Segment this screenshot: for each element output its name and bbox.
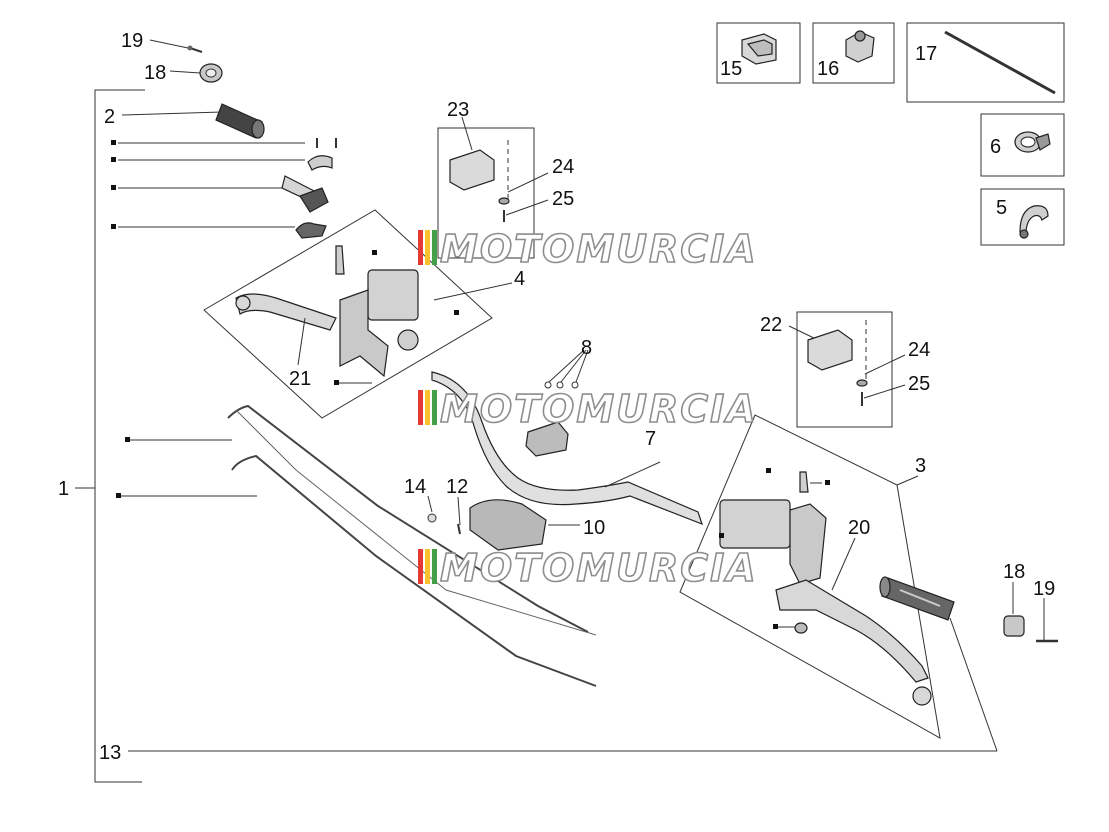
callout-18-left: 18 xyxy=(144,62,166,84)
part-6-box xyxy=(980,113,1065,177)
callout-19-left: 19 xyxy=(121,30,143,52)
callout-17: 17 xyxy=(915,43,937,65)
part-16-box xyxy=(812,22,895,84)
callout-18-right: 18 xyxy=(1003,561,1025,583)
callout-5: 5 xyxy=(996,197,1007,219)
part-2-grip-left xyxy=(121,103,265,139)
watermark-3: MOTOMURCIA xyxy=(418,545,758,591)
callout-20: 20 xyxy=(848,517,870,539)
watermark-1: MOTOMURCIA xyxy=(418,226,758,272)
watermark-2: MOTOMURCIA xyxy=(418,386,758,432)
callout-14: 14 xyxy=(404,476,426,498)
part-17-box xyxy=(906,22,1065,103)
cables xyxy=(116,404,597,687)
throttle-housing-group xyxy=(427,495,580,551)
right-master-cylinder-group xyxy=(679,414,941,739)
part-grip-right xyxy=(879,576,955,621)
callout-13: 13 xyxy=(99,742,121,764)
callout-24-right: 24 xyxy=(908,339,930,361)
handlebar-group xyxy=(431,349,703,526)
callout-6: 6 xyxy=(990,136,1001,158)
callout-7: 7 xyxy=(645,428,656,450)
callout-12: 12 xyxy=(446,476,468,498)
kit-13-lines xyxy=(128,617,998,752)
callout-4: 4 xyxy=(514,268,525,290)
callout-15: 15 xyxy=(720,58,742,80)
callout-21: 21 xyxy=(289,368,311,390)
part-22-switch-box xyxy=(788,311,906,428)
callout-2: 2 xyxy=(104,106,115,128)
callout-1: 1 xyxy=(58,478,69,500)
callout-25-right: 25 xyxy=(908,373,930,395)
watermark-text-1: MOTOMURCIA xyxy=(440,227,758,271)
callout-24-top: 24 xyxy=(552,156,574,178)
callout-8: 8 xyxy=(581,337,592,359)
callout-16: 16 xyxy=(817,58,839,80)
part-15-box xyxy=(716,22,801,84)
callout-19-right: 19 xyxy=(1033,578,1055,600)
watermark-text-2: MOTOMURCIA xyxy=(440,387,758,431)
part-18-weight-left xyxy=(169,63,223,83)
part-23-switch-box xyxy=(437,116,549,259)
left-master-cylinder-group xyxy=(203,209,513,419)
callout-3: 3 xyxy=(915,455,926,477)
callout-25-top: 25 xyxy=(552,188,574,210)
callout-10: 10 xyxy=(583,517,605,539)
callout-23: 23 xyxy=(447,99,469,121)
kit-bracket xyxy=(75,89,145,783)
callout-22: 22 xyxy=(760,314,782,336)
left-leaders xyxy=(111,138,337,239)
part-19-screw-left xyxy=(149,39,203,53)
part-19-screw-right xyxy=(1036,598,1058,643)
part-5-box xyxy=(980,188,1065,246)
part-18-weight-right xyxy=(1003,582,1025,637)
watermark-text-3: MOTOMURCIA xyxy=(440,546,758,590)
